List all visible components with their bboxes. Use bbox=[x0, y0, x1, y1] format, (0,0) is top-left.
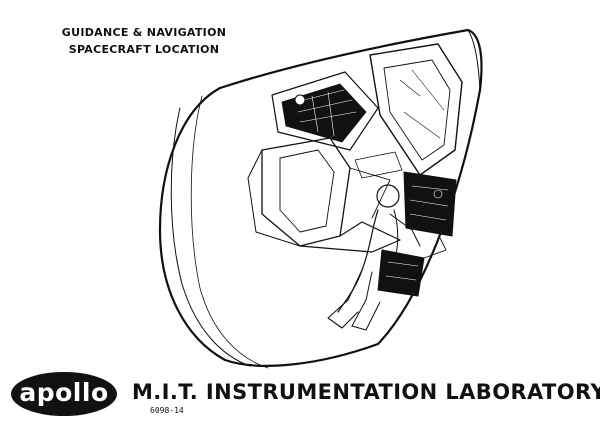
laboratory-name: M.I.T. INSTRUMENTATION LABORATORY bbox=[132, 380, 600, 404]
lower-console bbox=[377, 171, 457, 297]
title-line-location: SPACECRAFT LOCATION bbox=[68, 43, 220, 56]
apollo-logo-text: apollo bbox=[19, 378, 109, 407]
title-block: GUIDANCE & NAVIGATION SPACECRAFT LOCATIO… bbox=[44, 24, 244, 58]
astronaut-figure bbox=[327, 184, 421, 331]
crew-couch bbox=[247, 137, 403, 253]
upper-console bbox=[271, 71, 379, 151]
title-line-guidance: GUIDANCE & NAVIGATION bbox=[61, 26, 227, 39]
capsule-shell bbox=[158, 28, 483, 369]
drawing-number: 6098-14 bbox=[150, 406, 184, 415]
apollo-logo-oval bbox=[11, 372, 117, 416]
hatch-window bbox=[369, 43, 463, 176]
